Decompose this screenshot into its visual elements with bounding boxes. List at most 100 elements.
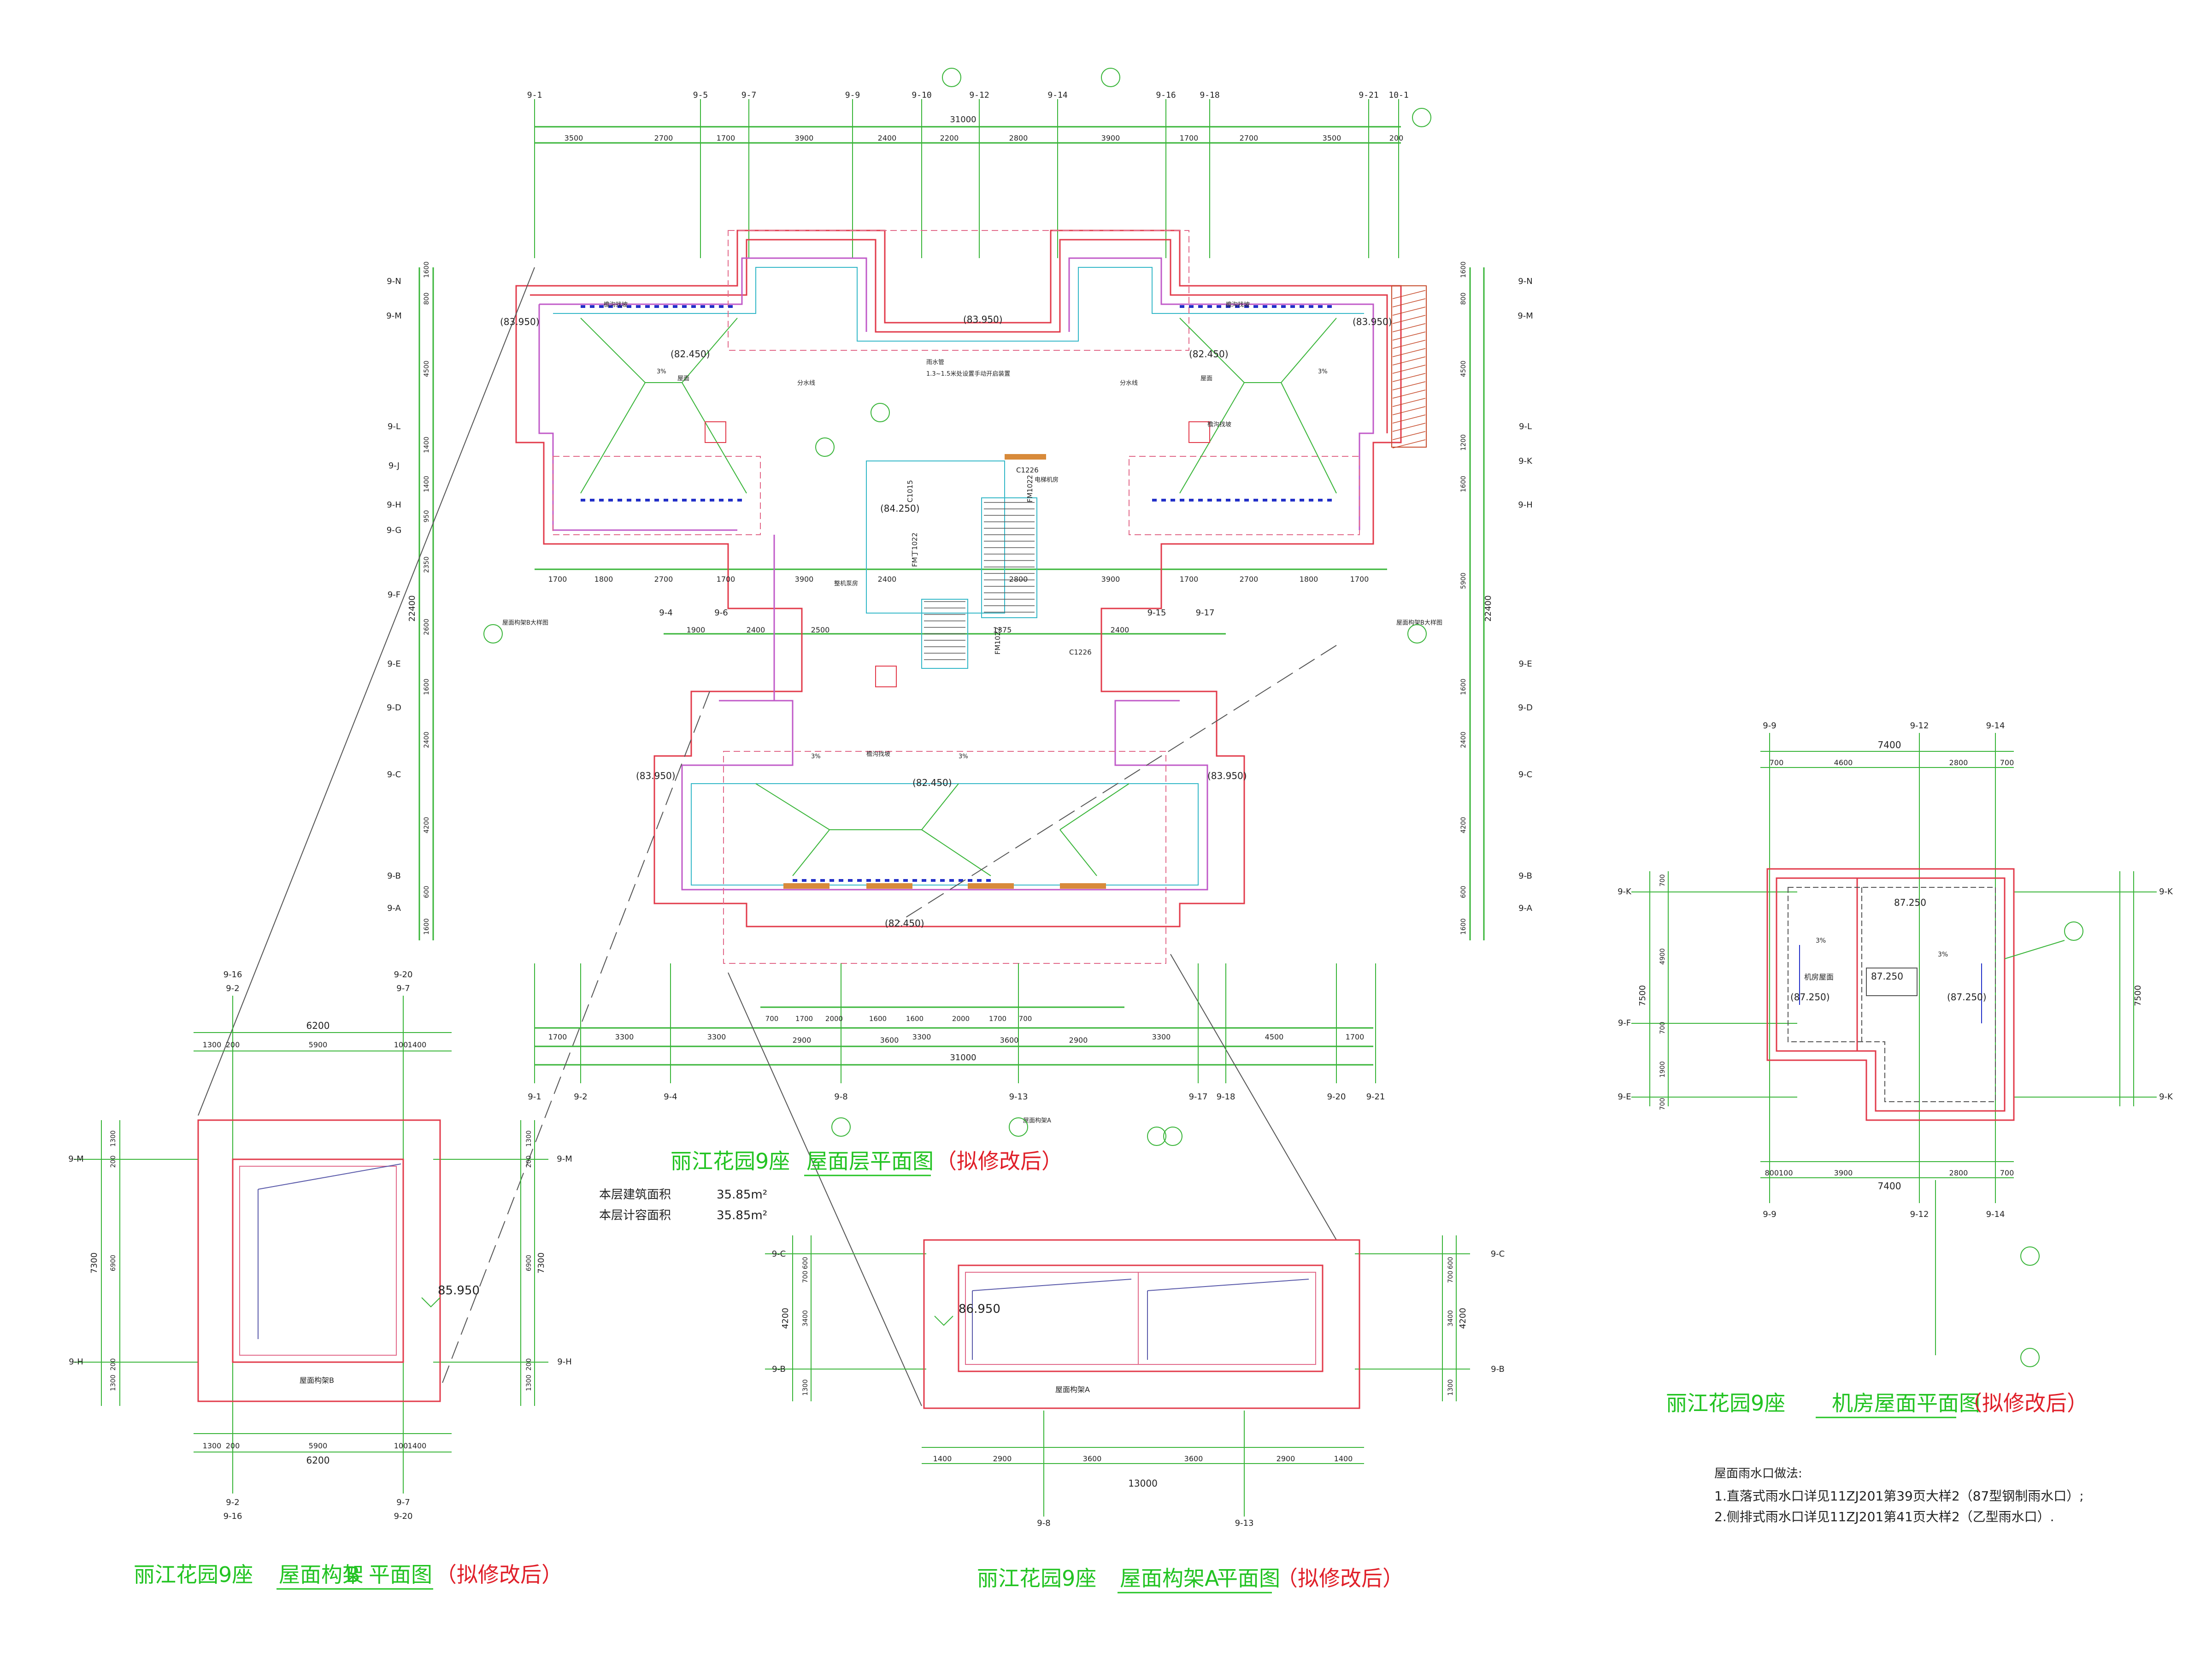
- left-dim: 4500: [423, 360, 430, 377]
- bottom-dim-inner: 1700: [989, 1015, 1006, 1023]
- bottom-dim-outer: 3300: [707, 1033, 726, 1041]
- mr-axis-9-12: 9-12: [1910, 721, 1929, 731]
- mr-axis-9-12: 9-12: [1910, 1210, 1929, 1219]
- left-axis-9-L: 9-L: [388, 422, 400, 431]
- mr-axis-9-14: 9-14: [1986, 721, 2005, 731]
- note-label: 屋面构架B大样图: [502, 620, 548, 626]
- opening-tag: FM1022: [994, 627, 1002, 655]
- mr-dim: 3900: [1834, 1169, 1853, 1177]
- right-dim: 2400: [1460, 732, 1467, 748]
- left-dim: 1600: [423, 918, 430, 935]
- left-dim: 800: [423, 293, 430, 305]
- left-axis-9-E: 9-E: [387, 659, 400, 669]
- left-dim: 2350: [423, 556, 430, 573]
- bottom-dim-inner: 2000: [952, 1015, 970, 1023]
- mr-total-left: 7500: [1638, 985, 1647, 1006]
- mr-dim: 700: [2000, 1169, 2014, 1177]
- right-axis-9-N: 9-N: [1518, 277, 1532, 286]
- mid-dim-upper: 1800: [594, 575, 613, 584]
- mr-title-a: 丽江花园9座: [1666, 1391, 1785, 1416]
- frame-a-side-dim: 700: [802, 1271, 809, 1283]
- drain-notes-heading: 屋面雨水口做法:: [1714, 1467, 1802, 1481]
- mr-label-2: 3%: [1816, 937, 1826, 945]
- top-axis-9-14: 9-14: [1047, 90, 1067, 100]
- elev-1: (83.950): [500, 316, 540, 327]
- mr-elev-3: (87.250): [1790, 992, 1830, 1003]
- elev-10: (83.950): [963, 314, 1003, 325]
- bottom-dim-inner: 1700: [795, 1015, 813, 1023]
- note-label: 3%: [657, 368, 666, 375]
- frame-b-axis-9-2: 9-2: [226, 984, 239, 993]
- bottom-dim-mid: 2900: [793, 1036, 812, 1045]
- top-axis-9-7: 9-7: [741, 90, 757, 100]
- frame-b-title-a: 丽江花园9座: [134, 1562, 253, 1587]
- note-label: 3%: [811, 753, 821, 760]
- frame-b-axis-side: 9-H: [69, 1357, 83, 1367]
- left-axis-9-M: 9-M: [386, 311, 401, 321]
- left-axis-9-F: 9-F: [388, 590, 400, 600]
- machine-room-roof-plan: 87.250 87.250 (87.250) (87.250) 机房屋面 3% …: [1618, 721, 2173, 1418]
- top-axis-9-10: 9-10: [912, 90, 931, 100]
- left-axis-9-A: 9-A: [387, 903, 401, 913]
- bottom-axis-9-2: 9-2: [574, 1092, 587, 1102]
- frame-b-dim: 5900: [309, 1040, 328, 1049]
- top-axis-9-12: 9-12: [969, 90, 989, 100]
- opening-tag: C1226: [1016, 466, 1039, 474]
- right-axis-9-K: 9-K: [1518, 456, 1533, 466]
- frame-a-total-side-l: 4200: [781, 1308, 790, 1329]
- frame-b-dim: 200: [226, 1040, 240, 1049]
- mr-title-c: （拟修改后）: [1961, 1391, 2088, 1416]
- frame-b-side-dim: 200: [525, 1358, 533, 1371]
- left-dim: 1600: [423, 261, 430, 278]
- right-dim: 1200: [1460, 434, 1467, 451]
- mid-dim-lower: 2400: [747, 626, 765, 634]
- frame-a-total-side-r: 4200: [1458, 1308, 1468, 1329]
- bottom-dim-inner: 1600: [906, 1015, 924, 1023]
- mr-total-bottom: 7400: [1878, 1181, 1901, 1192]
- note-label: 整机泵房: [834, 580, 858, 587]
- right-axis-9-E: 9-E: [1518, 659, 1532, 669]
- frame-a-side-dim: 3400: [1447, 1310, 1454, 1327]
- left-dim: 1600: [423, 679, 430, 695]
- frame-a-side-dim: 600: [1447, 1257, 1454, 1269]
- frame-b-axis-9-7: 9-7: [396, 1498, 410, 1507]
- frame-a-axis: 9-8: [1037, 1518, 1050, 1528]
- left-dim: 2600: [423, 619, 430, 635]
- mr-axis-right: 9-K: [2159, 1092, 2173, 1102]
- mr-elev-2: 87.250: [1871, 971, 1903, 982]
- top-axis-9-5: 9-5: [693, 90, 708, 100]
- drain-notes-line2: 2.侧排式雨水口详见11ZJ201第41页大样2（乙型雨水口）.: [1714, 1509, 2054, 1524]
- left-axis-9-D: 9-D: [387, 703, 401, 713]
- frame-a-title-a: 丽江花园9座: [977, 1566, 1096, 1591]
- frame-b-dim: 100: [394, 1040, 408, 1049]
- mid-dim-upper: 2700: [1240, 575, 1259, 584]
- left-axis-9-J: 9-J: [388, 461, 400, 471]
- elev-3: (82.450): [671, 348, 710, 360]
- inner-parapet: [538, 257, 1374, 891]
- elev-6: (83.950): [636, 770, 676, 781]
- top-dim: 1700: [717, 134, 735, 142]
- frame-b-title-c: 平面图: [369, 1562, 432, 1587]
- frame-a-elevation: 86.950: [959, 1302, 1000, 1316]
- opening-tag: FM丁1022: [911, 532, 919, 567]
- drain-notes-line1: 1.直落式雨水口详见11ZJ201第39页大样2（87型钢制雨水口）;: [1714, 1488, 2084, 1504]
- frame-a-side-dim: 1300: [1447, 1379, 1454, 1396]
- top-total-dim: 31000: [950, 115, 976, 124]
- left-dim: 4200: [423, 817, 430, 833]
- mid-dim-upper: 1700: [717, 575, 735, 584]
- left-dim: 950: [423, 510, 430, 523]
- frame-b-axis-9-16: 9-16: [224, 970, 242, 980]
- frame-b-axis-9-20: 9-20: [394, 1511, 413, 1521]
- frame-b-side-dim: 1300: [110, 1130, 117, 1147]
- frame-b-side-dim: 1300: [525, 1375, 533, 1391]
- bottom-axis-9-20: 9-20: [1327, 1092, 1346, 1102]
- bottom-dim-inner: 700: [765, 1015, 779, 1023]
- elev-7: (83.950): [1207, 770, 1247, 781]
- frame-b-side-dim: 1300: [110, 1375, 117, 1391]
- top-axis-9-1: 9-1: [527, 90, 542, 100]
- elev-5: (84.250): [880, 503, 920, 514]
- top-axis-10-1: 10-1: [1388, 90, 1408, 100]
- mid-dim-lower: 2500: [811, 626, 830, 634]
- top-axis-9-16: 9-16: [1156, 90, 1176, 100]
- note-label: 檐沟找坡: [1207, 421, 1231, 428]
